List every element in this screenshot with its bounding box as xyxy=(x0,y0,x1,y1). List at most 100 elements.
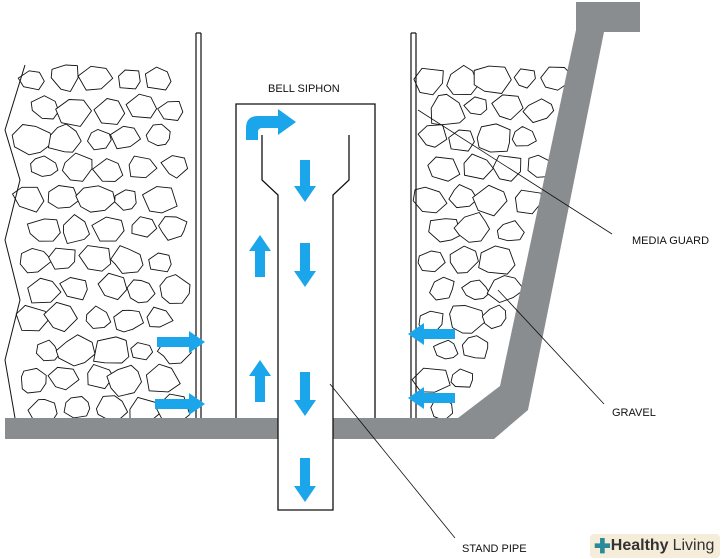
gravel-stone xyxy=(158,216,188,241)
flow-arrow xyxy=(408,387,455,409)
gravel-stone xyxy=(160,155,189,179)
gravel-stone xyxy=(91,158,124,182)
gravel-stone xyxy=(55,99,93,127)
gravel-stone xyxy=(145,123,171,147)
gravel-stone xyxy=(87,363,114,390)
gravel-stone xyxy=(47,123,82,153)
gravel-stone xyxy=(62,214,91,245)
gravel-stone xyxy=(141,186,178,214)
gravel-stone xyxy=(97,272,128,301)
gravel-stone xyxy=(61,152,93,182)
watermark-logo: ✚ Healthy Living xyxy=(590,534,721,558)
flow-arrow xyxy=(157,331,205,353)
gravel-stone xyxy=(145,363,181,393)
gravel-stone xyxy=(540,66,576,91)
gravel-stone xyxy=(514,189,542,215)
gravel-stone xyxy=(511,125,537,147)
bell xyxy=(235,103,376,418)
gravel-stone xyxy=(95,395,129,422)
flow-arrow xyxy=(155,393,205,415)
gravel-stone xyxy=(35,339,60,362)
floor-and-wall-right xyxy=(333,2,640,439)
gravel-stone xyxy=(30,155,59,177)
gravel-stone xyxy=(20,367,47,394)
gravel-right xyxy=(411,64,576,420)
gravel-stone xyxy=(522,98,555,124)
gravel-stone xyxy=(86,129,112,151)
flow-arrow xyxy=(294,243,316,287)
leader-lines xyxy=(329,109,613,539)
gravel-stone xyxy=(148,252,172,273)
curved-overflow-arrow xyxy=(246,109,296,140)
gravel-stone xyxy=(128,155,158,179)
gravel-stone xyxy=(486,275,525,304)
gravel-stone xyxy=(463,96,488,116)
flow-arrow xyxy=(294,160,316,202)
flow-arrow xyxy=(249,235,271,277)
gravel-stone xyxy=(130,342,154,361)
flow-arrow xyxy=(294,458,316,502)
gravel-stone xyxy=(432,339,459,360)
floor-left xyxy=(5,418,278,439)
media-guard-left xyxy=(195,32,202,418)
gravel-stone xyxy=(461,279,491,300)
stand-pipe xyxy=(261,135,350,511)
gravel-stone xyxy=(125,93,158,119)
gravel-stone xyxy=(453,211,491,243)
gravel-stone xyxy=(11,186,45,213)
gravel-stone xyxy=(430,93,466,126)
gravel-stone xyxy=(461,335,489,359)
gravel-stone xyxy=(446,64,479,96)
gravel-stone xyxy=(417,124,448,148)
gravel-stone xyxy=(492,155,522,182)
gravel-stone xyxy=(27,277,62,304)
label-stand-pipe: STAND PIPE xyxy=(462,543,527,555)
label-bell-siphon: BELL SIPHON xyxy=(268,83,340,95)
gravel-stone xyxy=(159,274,191,304)
gravel-stone xyxy=(93,336,130,364)
gravel-stone xyxy=(448,129,475,152)
gravel-stone xyxy=(11,124,55,156)
gravel-stone xyxy=(55,334,96,367)
gravel-stone xyxy=(26,218,61,242)
gravel-stone xyxy=(17,70,45,91)
gravel-stone xyxy=(473,65,512,94)
gravel-stone xyxy=(75,185,116,213)
gravel-stone xyxy=(513,68,536,89)
gravel-stone xyxy=(413,67,444,96)
gravel-stone xyxy=(146,306,174,328)
gravel-stone xyxy=(144,66,172,91)
gravel-stone xyxy=(118,69,141,90)
gravel-stone xyxy=(496,220,525,242)
gravel-stone xyxy=(476,123,511,153)
flow-arrow xyxy=(249,360,271,402)
gravel-stone xyxy=(63,396,91,419)
gravel-stone xyxy=(113,309,145,333)
gravel-stone xyxy=(109,125,142,150)
gravel-stone xyxy=(463,153,494,180)
plus-leaf-icon: ✚ xyxy=(594,535,611,558)
gravel-stone xyxy=(77,65,114,91)
gravel-stone xyxy=(478,245,516,275)
gravel-stone xyxy=(411,367,451,393)
gravel-stone xyxy=(93,98,126,125)
gravel-stone xyxy=(449,245,479,274)
flow-arrow xyxy=(408,323,455,345)
gravel-stone xyxy=(429,276,455,301)
flow-arrow xyxy=(294,372,316,416)
gravel-stone xyxy=(428,218,462,243)
gravel-stone xyxy=(78,245,112,272)
gravel-stone xyxy=(43,301,78,333)
left-gravel-edge xyxy=(4,64,26,419)
gravel-stone xyxy=(126,279,156,304)
label-media-guard: MEDIA GUARD xyxy=(632,235,709,247)
gravel-stone xyxy=(491,94,524,121)
gravel-left xyxy=(11,64,192,426)
gravel-stone xyxy=(417,250,446,273)
gravel-stone xyxy=(47,185,80,209)
media-guard-right xyxy=(410,32,417,418)
gravel-stone xyxy=(15,304,49,332)
watermark-brand: Healthy xyxy=(610,537,669,554)
gravel-stone xyxy=(48,247,76,270)
